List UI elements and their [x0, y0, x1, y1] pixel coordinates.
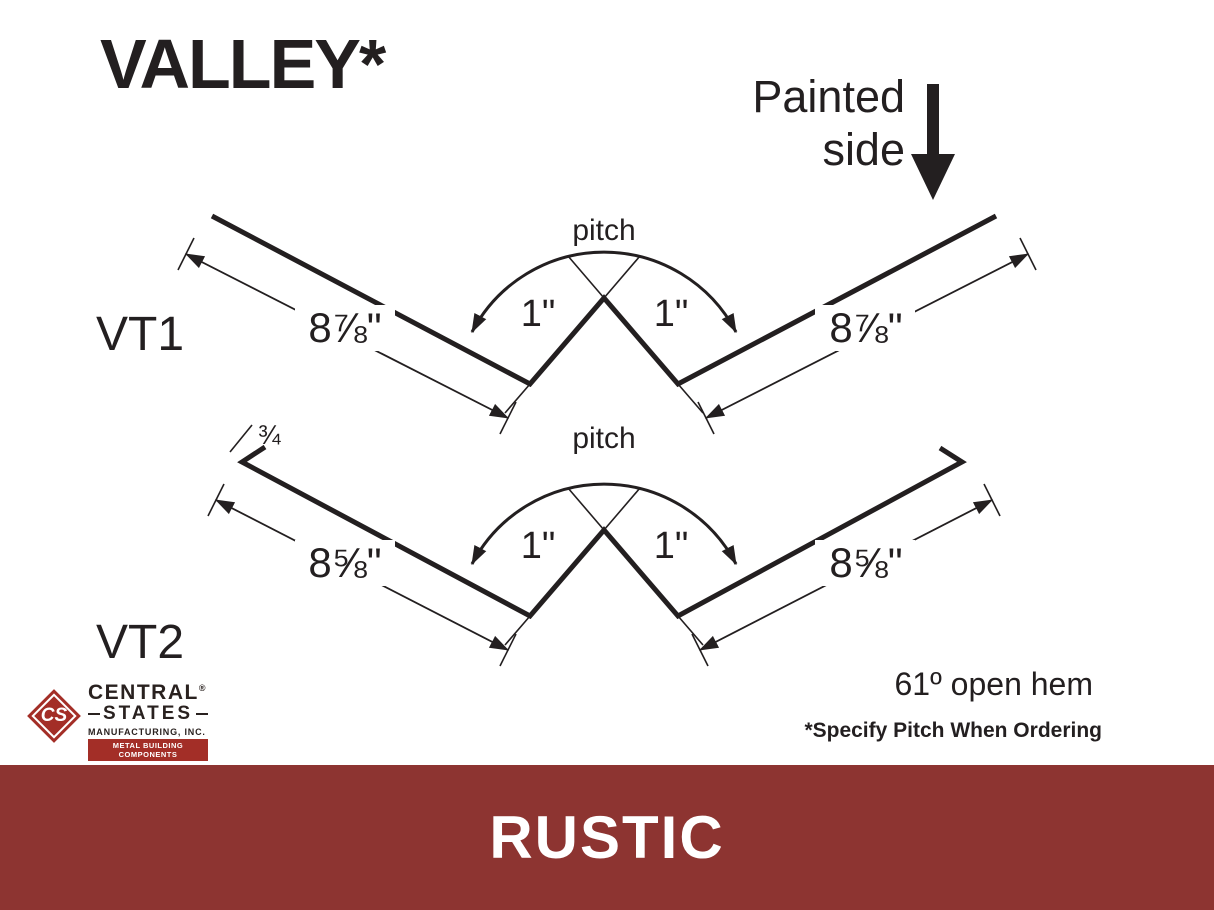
- vt2-pitch-label: pitch: [572, 422, 635, 455]
- logo-manufacturing-text: MANUFACTURING, INC.: [88, 726, 206, 737]
- vt2-hem-dimension-text: ¾: [258, 420, 281, 450]
- text-backer: [815, 540, 915, 586]
- tick-line: [691, 633, 709, 667]
- vt1-peak-extension: [567, 255, 605, 299]
- vt2-peak-extension: [603, 487, 641, 531]
- vt2-label: VT2: [96, 616, 184, 669]
- vt1-right-dimension-text: 8⅞": [829, 304, 902, 351]
- vt2-left-dimension-text: 8⅝": [308, 539, 381, 586]
- tick-line: [983, 483, 1001, 517]
- vt1-valley-extension: [677, 383, 704, 414]
- specify-pitch-note: *Specify Pitch When Ordering: [804, 719, 1102, 742]
- logo-central-text: CENTRAL: [88, 681, 199, 704]
- color-name: RUSTIC: [489, 804, 725, 871]
- page-title: VALLEY*: [100, 25, 386, 103]
- vt2-hem-tick: [229, 424, 253, 453]
- vt2-profile-line: [237, 444, 967, 620]
- vt2-left-inner-text: 1": [521, 525, 556, 567]
- vt1-peak-extension: [603, 255, 641, 299]
- logo-tagline: METAL BUILDING COMPONENTS: [88, 738, 208, 761]
- painted-side-line2: side: [822, 124, 905, 176]
- tick-line: [177, 237, 195, 271]
- painted-side-label: Painted side: [660, 70, 905, 176]
- tick-line: [697, 401, 715, 435]
- tick-line: [499, 401, 517, 435]
- vt2-right-inner-text: 1": [654, 525, 689, 567]
- vt2-valley-extension: [504, 615, 531, 646]
- registered-mark: ®: [198, 683, 207, 693]
- painted-side-line1: Painted: [752, 71, 905, 122]
- vt1-pitch-label: pitch: [572, 214, 635, 247]
- logo-text-block: CENTRAL® STATES MANUFACTURING, INC. META…: [88, 681, 208, 761]
- vt1-left-dimension-text: 8⅞": [308, 304, 381, 351]
- painted-side-arrow-icon: [911, 84, 955, 200]
- logo-states-text: STATES: [102, 703, 194, 725]
- color-banner: RUSTIC: [0, 765, 1214, 910]
- text-backer: [815, 305, 915, 351]
- vt2-diagram: VT2 ¾ pitch 8⅝" 8⅝" 1" 1": [96, 420, 1001, 669]
- vt1-pitch-arc: [470, 250, 738, 334]
- tick-line: [499, 633, 517, 667]
- vt2-right-dimension-text: 8⅝": [829, 539, 902, 586]
- tick-line: [207, 483, 225, 517]
- tick-line: [1019, 237, 1037, 271]
- logo-name-central: CENTRAL®: [88, 681, 208, 704]
- valley-profiles-diagram: VT1 pitch 8⅞" 8⅞" 1" 1": [96, 84, 1037, 669]
- logo-name-states: STATES: [88, 703, 208, 725]
- central-states-logo: CS CENTRAL® STATES MANUFACTURING, INC. M…: [26, 681, 208, 761]
- logo-monogram: CS: [40, 705, 68, 726]
- text-backer: [295, 540, 395, 586]
- vt2-pitch-arc: [470, 482, 738, 566]
- vt1-diagram: VT1 pitch 8⅞" 8⅞" 1" 1": [96, 213, 1037, 435]
- vt1-label: VT1: [96, 308, 184, 361]
- arrow-head: [911, 154, 955, 200]
- logo-diamond-icon: CS: [26, 688, 82, 744]
- vt1-right-inner-text: 1": [654, 293, 689, 335]
- text-backer: [295, 305, 395, 351]
- vt2-peak-extension: [567, 487, 605, 531]
- vt1-valley-extension: [504, 383, 531, 414]
- vt2-valley-extension: [677, 615, 704, 646]
- vt1-left-inner-text: 1": [521, 293, 556, 335]
- open-hem-note: 61º open hem: [894, 666, 1094, 702]
